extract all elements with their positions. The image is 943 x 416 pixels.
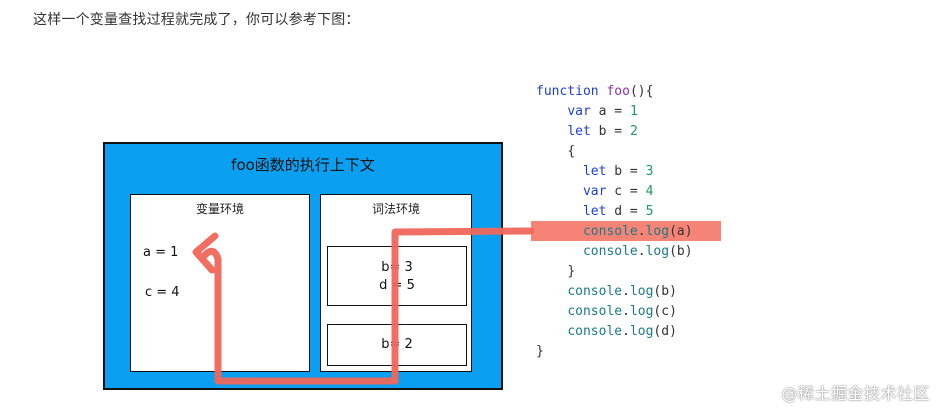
- code-line: {: [536, 142, 693, 162]
- code-line: let b = 2: [536, 122, 693, 142]
- code-line: let d = 5: [536, 202, 693, 222]
- code-line: console.log(b): [536, 242, 693, 262]
- code-token: function: [536, 84, 599, 99]
- variable-environment-box: 变量环境 a = 1 c = 4: [130, 194, 310, 372]
- watermark-text: @稀土掘金技术社区: [781, 384, 930, 403]
- scope-variable-b: b= 3: [381, 260, 413, 275]
- code-token: 2: [629, 124, 638, 139]
- code-token: c =: [606, 184, 646, 199]
- code-line: var c = 4: [536, 182, 693, 202]
- variable-a: a = 1: [143, 245, 179, 260]
- code-token: }: [536, 344, 544, 359]
- code-token: log: [629, 324, 654, 339]
- code-token: (b): [669, 244, 693, 259]
- code-token: console: [582, 244, 638, 259]
- figure-caption: 这样一个变量查找过程就完成了，你可以参考下图：: [33, 12, 360, 28]
- variable-environment-title: 变量环境: [195, 202, 244, 216]
- scope-variable-b-outer: b= 2: [381, 337, 413, 352]
- code-line: var a = 1: [536, 102, 693, 122]
- execution-context-title: foo函数的执行上下文: [231, 156, 375, 174]
- code-token: b =: [590, 124, 630, 139]
- code-token: {: [567, 144, 576, 159]
- code-token: console: [567, 284, 623, 299]
- code-token: console: [567, 304, 623, 319]
- block-scope-box: b= 3 d = 5: [327, 246, 467, 306]
- code-token: let: [582, 204, 607, 219]
- code-token: (){: [629, 84, 654, 99]
- code-token: (c): [653, 304, 677, 319]
- function-scope-box: b= 2: [327, 324, 467, 366]
- code-line: console.log(a): [536, 222, 693, 242]
- code-token: b =: [606, 164, 646, 179]
- lexical-environment-title: 词法环境: [371, 202, 420, 216]
- code-token: var: [567, 104, 591, 119]
- code-line: function foo(){: [536, 82, 693, 102]
- code-token: (d): [653, 324, 677, 339]
- code-token: let: [582, 164, 607, 179]
- code-token: a =: [590, 104, 630, 119]
- code-token: .: [622, 284, 630, 299]
- code-highlight-band: [531, 221, 721, 241]
- scope-variable-d: d = 5: [379, 278, 415, 293]
- code-token: 5: [645, 204, 654, 219]
- code-token: .: [622, 324, 630, 339]
- code-token: 4: [645, 184, 654, 199]
- code-token: .: [637, 224, 646, 239]
- code-line: console.log(d): [536, 322, 693, 342]
- code-line: }: [536, 342, 693, 362]
- code-line: console.log(b): [536, 282, 693, 302]
- code-token: log: [629, 284, 654, 299]
- code-token: log: [645, 224, 670, 239]
- code-token: 1: [629, 104, 638, 119]
- code-token: (a): [669, 224, 693, 239]
- code-token: let: [567, 124, 591, 139]
- code-line: console.log(c): [536, 302, 693, 322]
- code-line: }: [536, 262, 693, 282]
- code-token: .: [622, 304, 630, 319]
- code-token: log: [629, 304, 654, 319]
- code-line: let b = 3: [536, 162, 693, 182]
- code-token: }: [567, 264, 576, 279]
- code-token: foo: [606, 84, 630, 99]
- variable-c: c = 4: [145, 285, 180, 300]
- code-token: 3: [645, 164, 654, 179]
- code-token: console: [567, 324, 623, 339]
- code-token: console: [582, 224, 638, 239]
- code-token: d =: [606, 204, 646, 219]
- code-token: var: [582, 184, 607, 199]
- code-token: log: [645, 244, 670, 259]
- code-token: (b): [653, 284, 677, 299]
- code-token: .: [637, 244, 646, 259]
